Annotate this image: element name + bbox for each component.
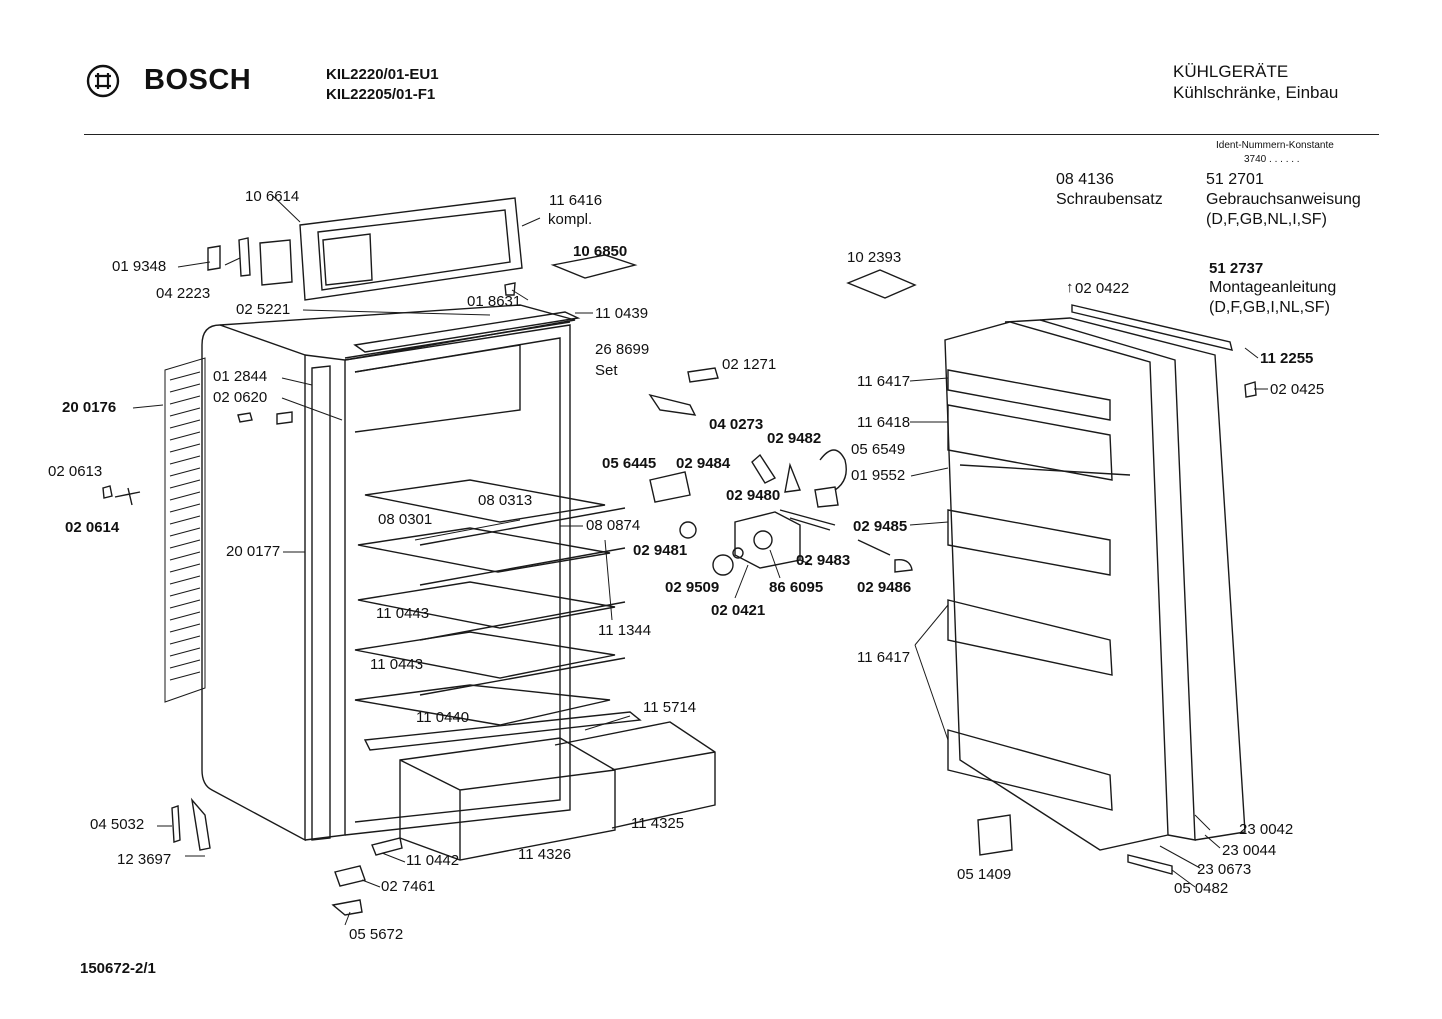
bosch-logo-icon — [86, 64, 120, 98]
freezer-compartment — [344, 321, 571, 433]
header-rule — [84, 134, 1379, 135]
install-languages: (D,F,GB,I,NL,SF) — [1209, 299, 1330, 316]
part-label: 02 9485 — [853, 518, 908, 535]
part-label: 11 6416 — [549, 192, 603, 209]
part-label: 02 0422 — [1075, 280, 1130, 297]
part-label: 01 2844 — [213, 368, 268, 385]
part-label: 02 9483 — [796, 552, 851, 569]
part-label: 23 0042 — [1239, 821, 1294, 838]
part-label: 05 6549 — [851, 441, 906, 458]
part-label: 11 0440 — [416, 709, 470, 726]
ident-title: Ident-Nummern-Konstante — [1216, 140, 1334, 151]
part-label: 02 0614 — [65, 519, 120, 536]
part-label: 01 9552 — [851, 467, 906, 484]
part-label: 02 0425 — [1270, 381, 1325, 398]
part-label: 02 0620 — [213, 389, 268, 406]
part-label: 04 2223 — [156, 285, 211, 302]
part-label: 01 9348 — [112, 258, 167, 275]
part-label: 11 0443 — [370, 656, 424, 673]
part-label: 11 5714 — [643, 699, 697, 716]
subcategory: Kühlschränke, Einbau — [1173, 83, 1339, 102]
screw-set-number: 08 4136 — [1056, 171, 1114, 188]
top-strip — [353, 311, 581, 353]
drawing-number: 150672-2/1 — [80, 960, 156, 977]
manual-number: 51 2701 — [1206, 171, 1264, 188]
part-label: 20 0176 — [62, 399, 117, 416]
part-label: 02 9480 — [726, 487, 781, 504]
part-label: 11 2255 — [1260, 350, 1314, 367]
part-label: 05 5672 — [349, 926, 404, 943]
part-label: 11 1344 — [598, 622, 652, 639]
glass-shelves — [354, 479, 626, 726]
part-label: 11 6417 — [857, 373, 911, 390]
part-label: 02 9486 — [857, 579, 912, 596]
part-label: 11 6417 — [857, 649, 911, 666]
part-label: 02 0613 — [48, 463, 103, 480]
part-label: 05 6445 — [602, 455, 657, 472]
part-label: 26 8699 — [595, 341, 650, 358]
part-label: 23 0673 — [1197, 861, 1252, 878]
part-label: 02 9484 — [676, 455, 731, 472]
part-label: 04 5032 — [90, 816, 145, 833]
part-label: Set — [595, 362, 618, 379]
part-label: 05 0482 — [1174, 880, 1229, 897]
fridge-door — [944, 304, 1257, 851]
freezer-door — [207, 197, 523, 301]
part-label: 11 4325 — [631, 815, 685, 832]
model-number-1: KIL2220/01-EU1 — [326, 66, 439, 83]
crisper-drawers — [363, 711, 716, 861]
loose-parts — [102, 269, 917, 916]
part-label: 01 8631 — [467, 293, 522, 310]
part-label: 23 0044 — [1222, 842, 1277, 859]
part-label: 11 4326 — [518, 846, 572, 863]
part-label: 20 0177 — [226, 543, 281, 560]
part-label: 11 6418 — [857, 414, 911, 431]
part-label: 11 0439 — [595, 305, 649, 322]
part-label: 10 6850 — [573, 243, 628, 260]
model-number-2: KIL22205/01-F1 — [326, 86, 436, 103]
part-label: 12 3697 — [117, 851, 172, 868]
part-label: 08 0874 — [586, 517, 641, 534]
ident-value: 3740 . . . . . . — [1244, 154, 1300, 165]
part-label: 02 1271 — [722, 356, 777, 373]
part-label: 11 0443 — [376, 605, 430, 622]
brand-name: BOSCH — [144, 64, 252, 96]
condenser-grid — [164, 357, 206, 703]
manual-label: Gebrauchsanweisung — [1206, 191, 1361, 208]
part-label: 08 0313 — [478, 492, 533, 509]
door-hardware — [977, 814, 1173, 875]
part-label: 86 6095 — [769, 579, 824, 596]
cabinet-body — [201, 304, 576, 842]
part-label: 10 2393 — [847, 249, 902, 266]
install-label: Montageanleitung — [1209, 279, 1337, 296]
up-arrow-icon: ↑ — [1066, 279, 1074, 296]
part-label: kompl. — [548, 211, 593, 228]
manual-languages: (D,F,GB,NL,I,SF) — [1206, 211, 1327, 228]
part-label: 02 0421 — [711, 602, 766, 619]
screw-set-label: Schraubensatz — [1056, 191, 1163, 208]
part-label: 08 0301 — [378, 511, 433, 528]
ice-tray — [550, 254, 638, 279]
part-label: 02 7461 — [381, 878, 436, 895]
part-label: 10 6614 — [245, 188, 300, 205]
part-label: 04 0273 — [709, 416, 764, 433]
part-label: 02 5221 — [236, 301, 291, 318]
part-label: 02 9509 — [665, 579, 720, 596]
part-label: 11 0442 — [406, 852, 460, 869]
part-label: 02 9481 — [633, 542, 688, 559]
leader-lines — [132, 195, 1268, 926]
part-label: 02 9482 — [767, 430, 822, 447]
install-number: 51 2737 — [1209, 260, 1264, 277]
part-label: 05 1409 — [957, 866, 1012, 883]
category: KÜHLGERÄTE — [1173, 62, 1289, 81]
